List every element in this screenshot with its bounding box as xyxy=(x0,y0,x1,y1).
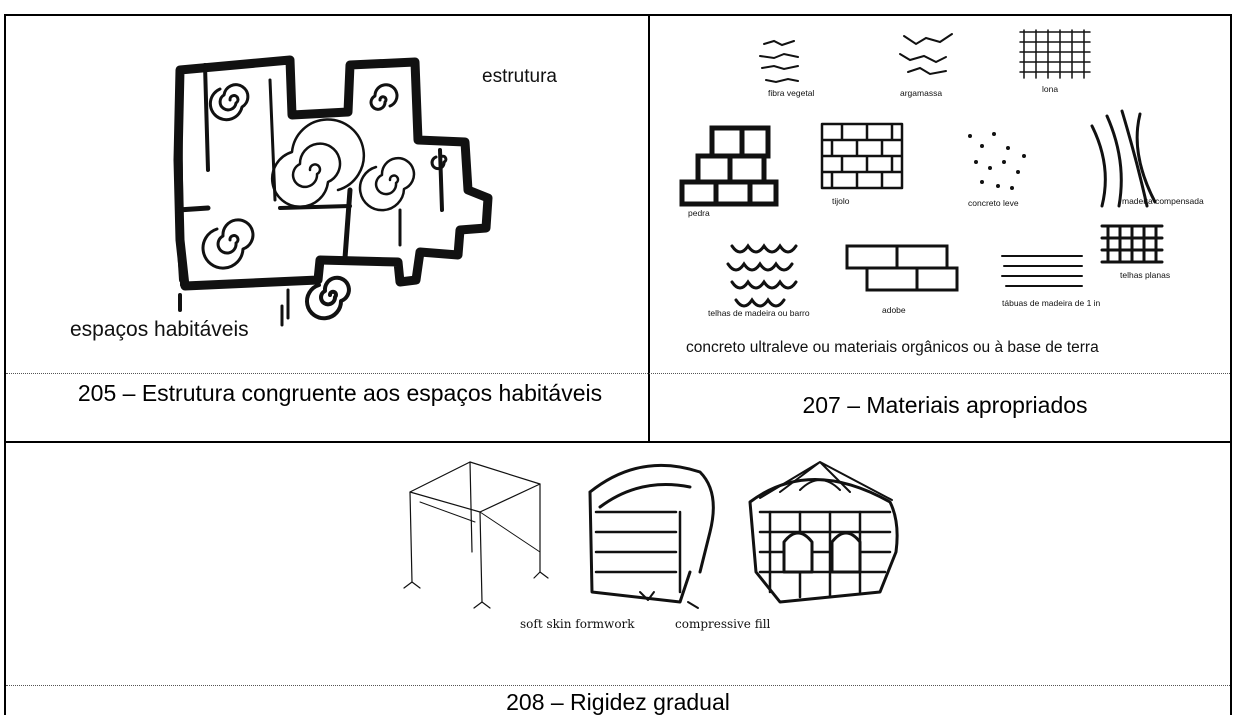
label-argamassa: argamassa xyxy=(900,88,942,98)
column-divider xyxy=(648,14,650,442)
label-pedra: pedra xyxy=(688,208,710,218)
label-soft-skin-formwork: soft skin formwork xyxy=(520,617,635,631)
label-concreto-leve: concreto leve xyxy=(968,198,1019,208)
label-estrutura: estrutura xyxy=(482,66,557,87)
caption-divider-bottom xyxy=(6,685,1230,686)
label-tijolo: tijolo xyxy=(832,196,850,206)
caption-divider-top xyxy=(6,373,1230,374)
figure-207-sketch: fibra vegetal argamassa lona pedra tijol… xyxy=(679,29,1204,356)
label-lona: lona xyxy=(1042,84,1058,94)
caption-207: 207 – Materiais apropriados xyxy=(802,392,1088,418)
label-tabuas: tábuas de madeira de 1 in xyxy=(1002,298,1101,308)
materials-note: concreto ultraleve ou materiais orgânico… xyxy=(686,339,1099,356)
caption-208: 208 – Rigidez gradual xyxy=(506,689,730,715)
label-telhas-madeira: telhas de madeira ou barro xyxy=(708,308,810,318)
label-adobe: adobe xyxy=(882,305,906,315)
caption-205: 205 – Estrutura congruente aos espaços h… xyxy=(77,380,603,406)
table-frame xyxy=(4,14,1232,715)
row-divider xyxy=(4,441,1232,443)
label-compressive-fill: compressive fill xyxy=(675,617,771,631)
figure-205-sketch: estrutura espaços habitáveis xyxy=(70,55,557,341)
label-fibra-vegetal: fibra vegetal xyxy=(768,88,814,98)
label-espacos-habitaveis: espaços habitáveis xyxy=(70,318,249,341)
figure-208-sketch: soft skin formwork compressive fill xyxy=(403,461,899,631)
label-madeira-compensada: madeira compensada xyxy=(1122,196,1204,206)
label-telhas-planas: telhas planas xyxy=(1120,270,1170,280)
